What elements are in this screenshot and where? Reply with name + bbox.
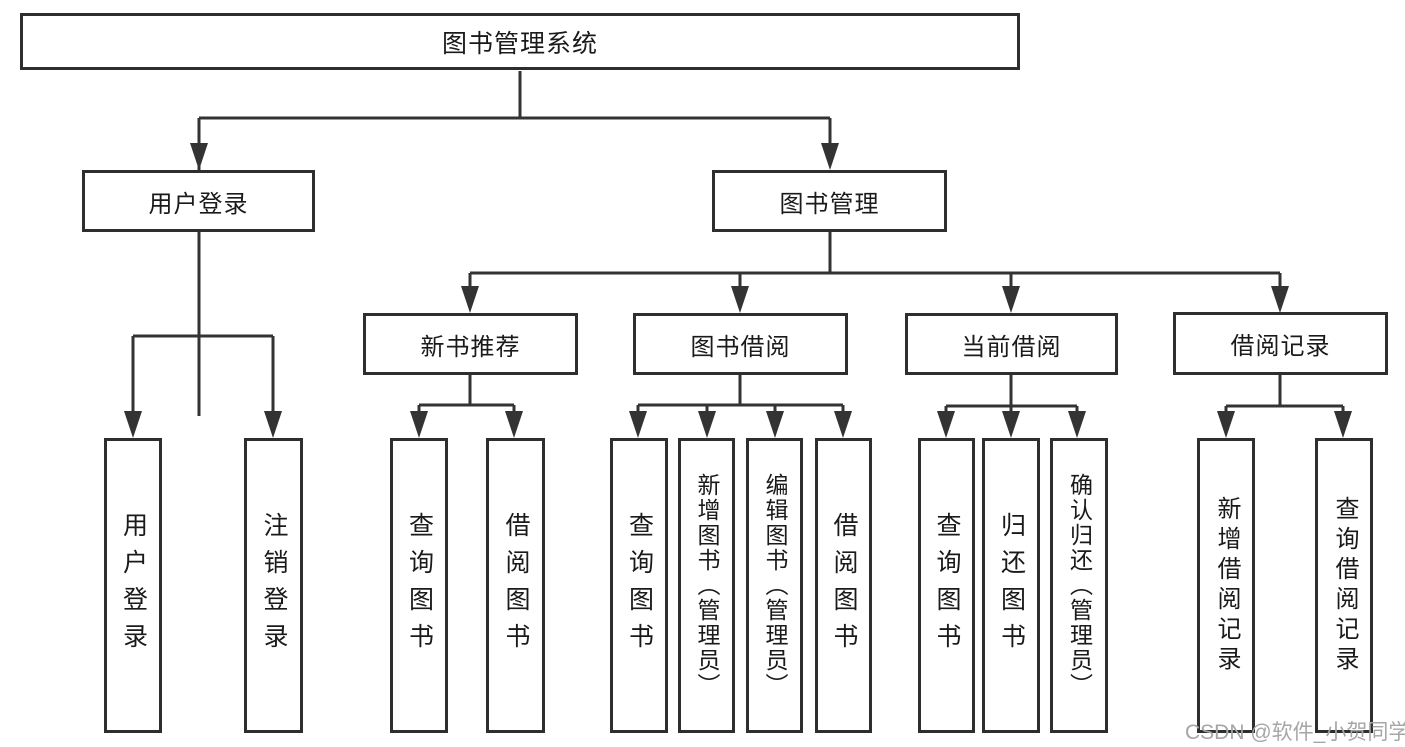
leaf-logout: 注销登录 <box>244 438 303 733</box>
leaf-confirm-return-admin: 确认归还（管理员） <box>1050 438 1108 733</box>
node-borrow-records-label: 借阅记录 <box>1230 333 1331 360</box>
leaf-borrow-books-recommend-label: 借阅图书 <box>502 511 530 660</box>
leaf-logout-label: 注销登录 <box>260 511 288 660</box>
node-root-label: 图书管理系统 <box>441 29 598 58</box>
leaf-borrow-books: 借阅图书 <box>815 438 872 733</box>
node-user-login-label: 用户登录 <box>148 190 249 218</box>
node-borrow-records: 借阅记录 <box>1173 312 1388 375</box>
leaf-add-borrow-record-label: 新增借阅记录 <box>1213 495 1240 676</box>
leaf-query-books-recommend-label: 查询图书 <box>405 511 434 660</box>
leaf-query-borrow-record: 查询借阅记录 <box>1315 438 1373 733</box>
leaf-query-borrow-record-label: 查询借阅记录 <box>1331 495 1358 676</box>
leaf-user-login-label: 用户登录 <box>119 511 148 660</box>
leaf-borrow-books-label: 借阅图书 <box>830 511 858 660</box>
node-book-borrow-label: 图书借阅 <box>690 333 791 361</box>
leaf-query-books-current: 查询图书 <box>918 438 975 733</box>
node-book-borrow: 图书借阅 <box>633 313 848 375</box>
leaf-edit-books-admin: 编辑图书（管理员） <box>746 438 803 733</box>
node-new-book-recommend: 新书推荐 <box>363 313 578 375</box>
leaf-add-borrow-record: 新增借阅记录 <box>1197 438 1255 733</box>
leaf-query-books-borrow: 查询图书 <box>610 438 668 733</box>
csdn-watermark: CSDN @软件_小贺同学 <box>1185 721 1405 744</box>
node-new-book-recommend-label: 新书推荐 <box>420 333 521 361</box>
leaf-query-books-recommend: 查询图书 <box>390 438 448 733</box>
node-current-borrow: 当前借阅 <box>905 313 1118 375</box>
node-book-management-label: 图书管理 <box>779 190 880 218</box>
leaf-confirm-return-admin-label: 确认归还（管理员） <box>1066 473 1093 698</box>
leaf-return-books-label: 归还图书 <box>997 511 1026 660</box>
node-root: 图书管理系统 <box>20 13 1020 70</box>
leaf-return-books: 归还图书 <box>982 438 1040 733</box>
leaf-add-books-admin-label: 新增图书（管理员） <box>694 473 720 698</box>
leaf-query-books-borrow-label: 查询图书 <box>625 511 654 660</box>
node-book-management: 图书管理 <box>712 170 947 232</box>
node-user-login: 用户登录 <box>82 170 315 232</box>
leaf-borrow-books-recommend: 借阅图书 <box>486 438 545 733</box>
leaf-query-books-current-label: 查询图书 <box>933 511 961 660</box>
leaf-edit-books-admin-label: 编辑图书（管理员） <box>762 473 788 698</box>
node-current-borrow-label: 当前借阅 <box>961 333 1062 361</box>
leaf-user-login: 用户登录 <box>104 438 162 733</box>
leaf-add-books-admin: 新增图书（管理员） <box>678 438 735 733</box>
